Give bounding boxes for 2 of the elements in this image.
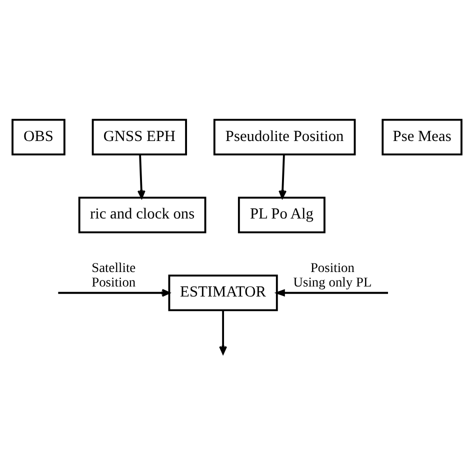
edge-label: Position Using only PL xyxy=(293,260,372,290)
edge-label: Satellite Position xyxy=(92,260,136,290)
